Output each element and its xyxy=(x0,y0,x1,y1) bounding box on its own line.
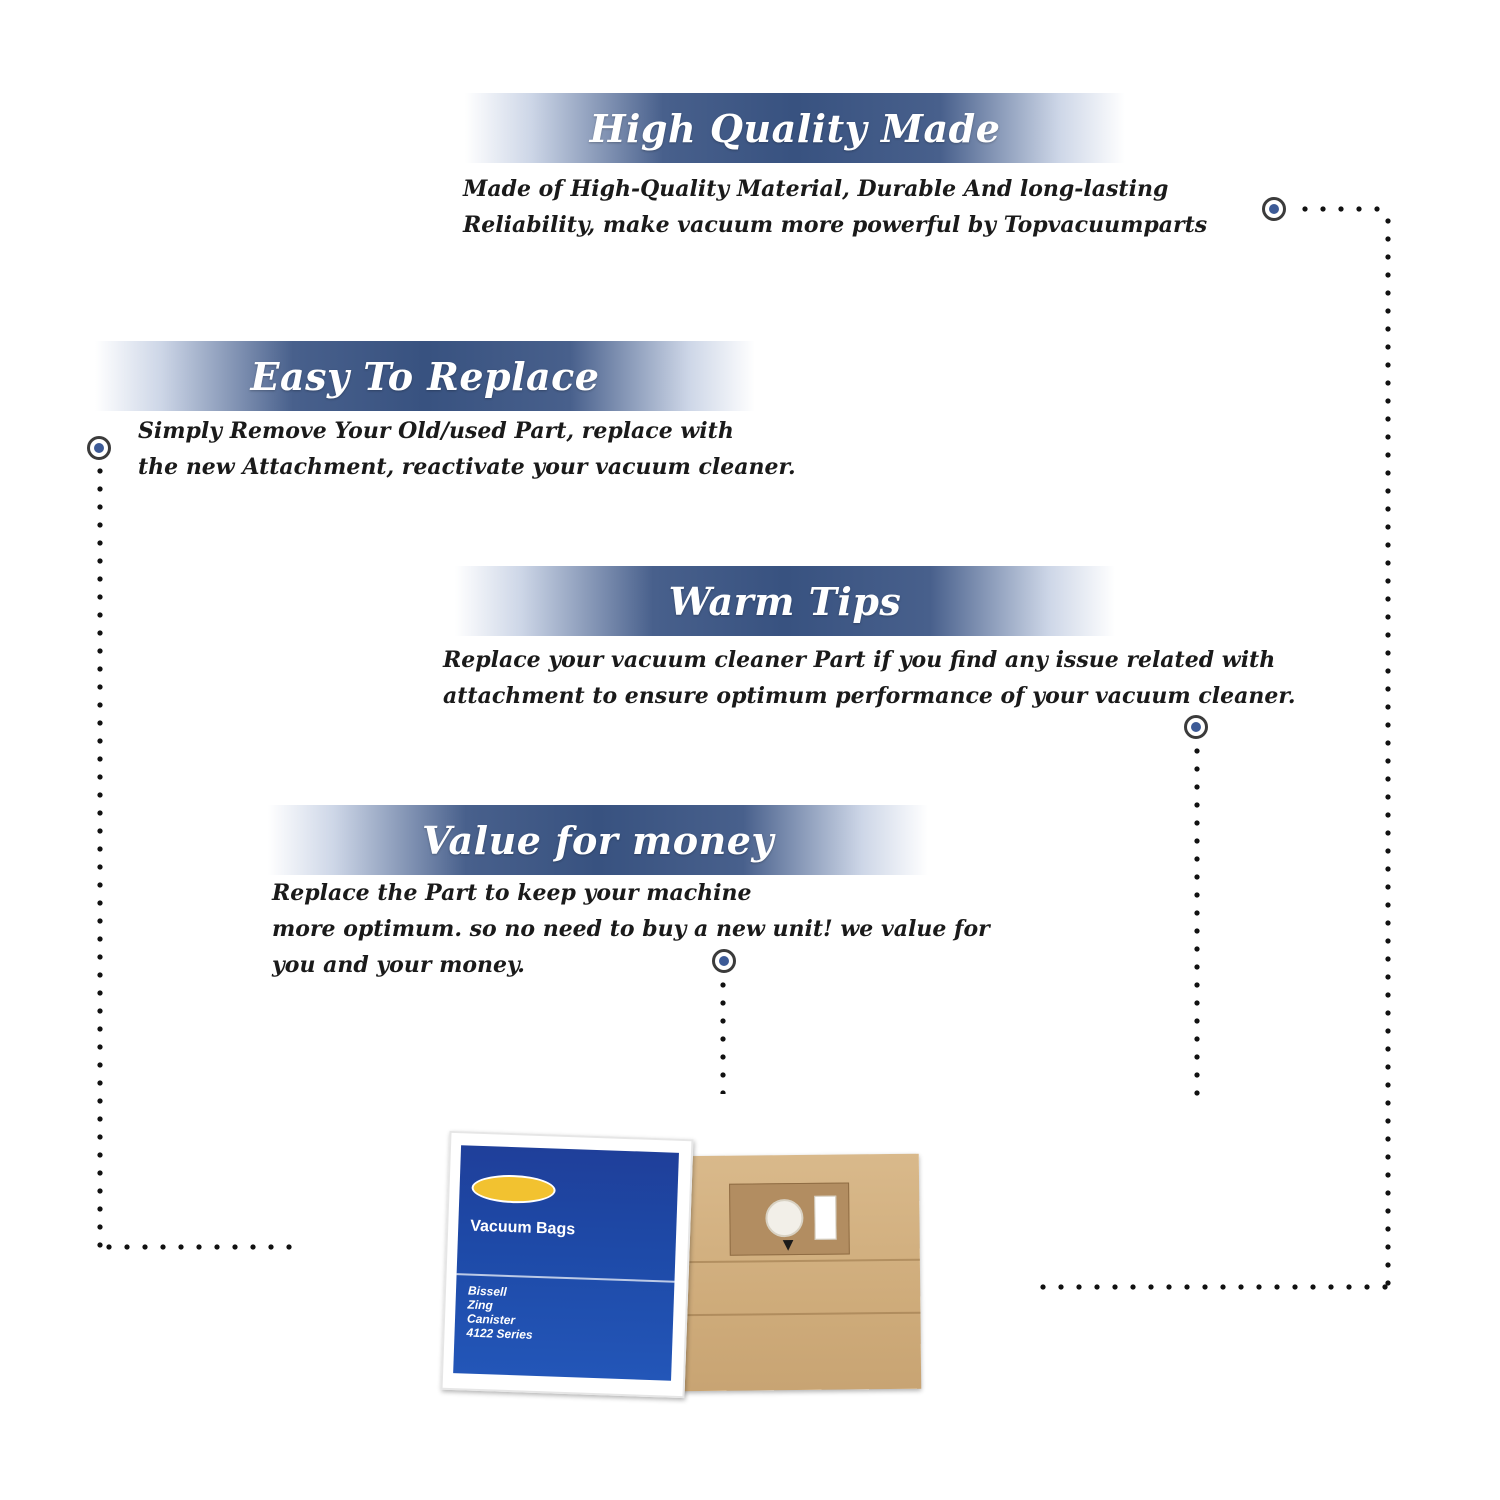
section-title: Easy To Replace xyxy=(250,353,600,399)
bag-collar: ▼ xyxy=(729,1182,850,1256)
dotted-connector xyxy=(1296,206,1392,212)
banner-value-for-money: Value for money xyxy=(268,805,928,875)
packet-title: Vacuum Bags xyxy=(469,1217,576,1239)
description-line: Replace the Part to keep your machine xyxy=(272,880,752,906)
section-description: Replace the Part to keep your machine mo… xyxy=(272,875,990,983)
dotted-connector xyxy=(1034,1284,1390,1290)
description-line: Replace your vacuum cleaner Part if you … xyxy=(443,647,1276,673)
section-title: High Quality Made xyxy=(589,105,1001,151)
section-description: Made of High-Quality Material, Durable A… xyxy=(463,171,1207,243)
dotted-connector xyxy=(97,462,103,1252)
dotted-connector xyxy=(720,976,726,1094)
description-line: Simply Remove Your Old/used Part, replac… xyxy=(138,418,734,444)
section-title: Warm Tips xyxy=(668,578,902,624)
banner-warm-tips: Warm Tips xyxy=(455,566,1115,636)
bullet-marker-icon xyxy=(1184,715,1208,739)
description-line: Made of High-Quality Material, Durable A… xyxy=(463,176,1169,202)
packet-model-list: Bissell Zing Canister 4122 Series xyxy=(466,1283,533,1342)
dotted-connector xyxy=(1385,212,1391,1292)
dotted-connector xyxy=(1194,742,1200,1108)
description-line: Reliability, make vacuum more powerful b… xyxy=(463,212,1208,238)
banner-high-quality-made: High Quality Made xyxy=(465,93,1125,163)
description-line: you and your money. xyxy=(272,952,525,978)
paper-vacuum-bag: ▼ xyxy=(673,1153,922,1392)
bullet-marker-icon xyxy=(1262,197,1286,221)
product-packet: Vacuum Bags Bissell Zing Canister 4122 S… xyxy=(440,1130,694,1399)
bag-inlet-hole xyxy=(765,1198,804,1238)
section-title: Value for money xyxy=(422,817,774,863)
bullet-marker-icon xyxy=(712,949,736,973)
description-line: attachment to ensure optimum performance… xyxy=(443,683,1296,709)
banner-easy-to-replace: Easy To Replace xyxy=(95,341,755,411)
dotted-connector xyxy=(100,1244,300,1250)
bag-tab xyxy=(814,1195,837,1240)
arrow-down-icon: ▼ xyxy=(782,1237,794,1254)
description-line: the new Attachment, reactivate your vacu… xyxy=(138,454,796,480)
bullet-marker-icon xyxy=(87,436,111,460)
section-description: Simply Remove Your Old/used Part, replac… xyxy=(138,413,796,485)
section-description: Replace your vacuum cleaner Part if you … xyxy=(443,642,1296,714)
product-image: ▼ Vacuum Bags Bissell Zing Canister 4122… xyxy=(440,1130,935,1400)
description-line: more optimum. so no need to buy a new un… xyxy=(272,916,990,942)
